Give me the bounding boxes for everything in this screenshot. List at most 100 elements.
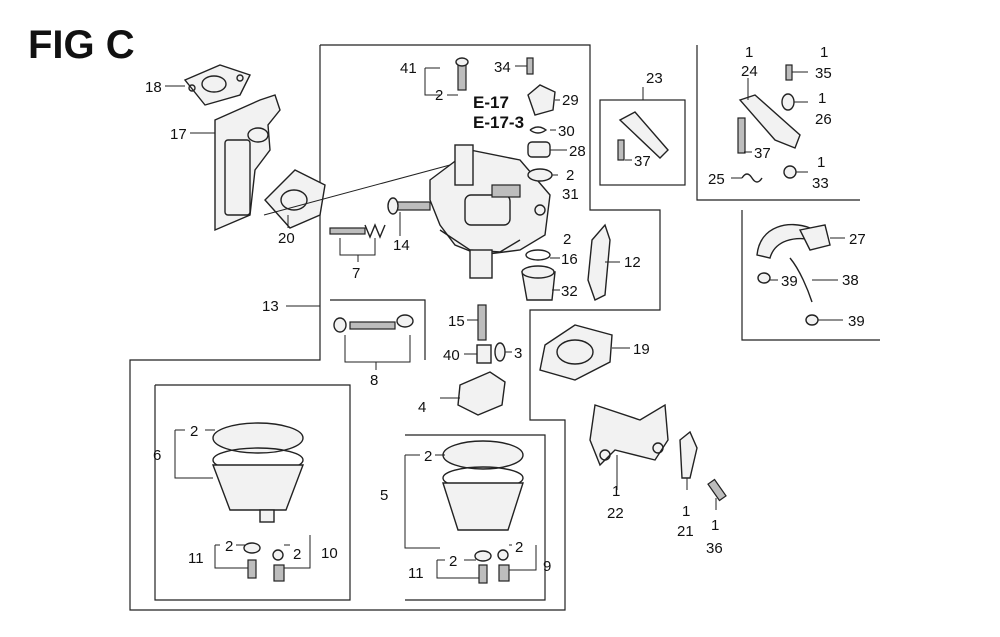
- spring-25: [741, 173, 763, 183]
- group-box-carburetor-left: [129, 45, 405, 611]
- throttle-lever-24: [737, 94, 801, 154]
- callout-4: 4: [418, 399, 426, 416]
- callout-6: 6: [153, 447, 161, 464]
- callout-41: 41: [400, 60, 417, 77]
- callout-39b: 39: [848, 313, 865, 330]
- gasket-19: [539, 324, 613, 381]
- float-chamber-32: [521, 265, 556, 301]
- nozzle-40: [476, 344, 492, 364]
- bracket-22: [589, 403, 669, 467]
- callout-9: 9: [543, 558, 551, 575]
- leader-lines: [165, 65, 845, 579]
- choke-lever-23: [617, 111, 669, 161]
- drain-screw-10: [272, 549, 285, 582]
- float-12: [587, 223, 611, 301]
- callout-37b: 37: [754, 145, 771, 162]
- pilot-screw-14: [387, 197, 431, 215]
- float-bowl-5: [442, 440, 524, 531]
- ref-e17-3: E-17-3: [473, 113, 524, 132]
- callout-19: 19: [633, 341, 650, 358]
- callout-12: 12: [624, 254, 641, 271]
- callout-24: 24: [741, 63, 758, 80]
- gasket-18: [183, 64, 251, 106]
- valve-28: [527, 141, 551, 158]
- figure-title: FIG C: [28, 23, 135, 67]
- tube-38: [789, 257, 813, 303]
- cover-29: [527, 84, 556, 116]
- callout-27: 27: [849, 231, 866, 248]
- callout-37a: 37: [634, 153, 651, 170]
- fuel-tube-27: [756, 223, 831, 259]
- carburetor-body: [429, 144, 551, 279]
- callout-33-qty: 1: [817, 154, 825, 171]
- callout-41-qty: 2: [435, 87, 443, 104]
- callout-32: 32: [561, 283, 578, 300]
- callout-22-qty: 1: [612, 483, 620, 500]
- callout-labels: 18 17 20 13 41 2 34 29 E-17 E-17-3 30 28…: [145, 44, 866, 582]
- washer-3: [494, 342, 506, 362]
- callout-23: 23: [646, 70, 663, 87]
- callout-8: 8: [370, 372, 378, 389]
- screw-11a: [243, 542, 261, 579]
- bolt-36: [707, 478, 727, 502]
- insulator-17: [214, 94, 281, 232]
- callout-29: 29: [562, 92, 579, 109]
- clip-39b: [805, 314, 819, 326]
- callout-11a: 11: [188, 550, 204, 567]
- callout-5: 5: [380, 487, 388, 504]
- drain-screw-9: [497, 549, 510, 582]
- callout-31: 31: [562, 186, 579, 203]
- callout-9-qty: 2: [515, 539, 523, 556]
- throttle-screw-41: [455, 57, 469, 91]
- spring-30: [529, 126, 548, 134]
- group-box-8: [330, 299, 426, 360]
- callout-36-qty: 1: [711, 517, 719, 534]
- callout-33: 33: [812, 175, 829, 192]
- callout-5-qty: 2: [424, 448, 432, 465]
- callout-35: 35: [815, 65, 832, 82]
- o-ring-16: [525, 249, 551, 261]
- callout-21: 21: [677, 523, 694, 540]
- group-box-carburetor: [320, 44, 661, 611]
- screw-34: [526, 57, 534, 75]
- nut-33: [783, 165, 797, 179]
- callout-20: 20: [278, 230, 295, 247]
- callout-38: 38: [842, 272, 859, 289]
- float-bowl-6: [211, 422, 305, 523]
- callout-35-qty: 1: [820, 44, 828, 61]
- callout-3: 3: [514, 345, 522, 362]
- washer-31: [527, 168, 553, 182]
- group-box-27: [741, 210, 880, 341]
- callout-21-qty: 1: [682, 503, 690, 520]
- callout-15: 15: [448, 313, 465, 330]
- callout-14: 14: [393, 237, 410, 254]
- callout-34: 34: [494, 59, 511, 76]
- callout-36: 36: [706, 540, 723, 557]
- callout-7: 7: [352, 265, 360, 282]
- screw-35: [785, 64, 793, 81]
- callout-11b-qty: 2: [449, 553, 457, 570]
- lever-21: [679, 430, 698, 479]
- callout-28: 28: [569, 143, 586, 160]
- group-box-23: [599, 99, 686, 186]
- screw-set-8: [333, 314, 414, 333]
- callout-11b: 11: [408, 565, 424, 582]
- screw-11b: [474, 550, 492, 584]
- ref-e17: E-17: [473, 93, 509, 112]
- callout-25: 25: [708, 171, 725, 188]
- group-box-6: [154, 384, 351, 601]
- callout-26: 26: [815, 111, 832, 128]
- callout-40: 40: [443, 347, 460, 364]
- main-jet-15: [477, 304, 487, 341]
- callout-10-qty: 2: [293, 546, 301, 563]
- float-4: [457, 371, 506, 416]
- callout-16: 16: [561, 251, 578, 268]
- callout-11a-qty: 2: [225, 538, 233, 555]
- callout-39a: 39: [781, 273, 798, 290]
- callout-10: 10: [321, 545, 338, 562]
- callout-13: 13: [262, 298, 279, 315]
- callout-30: 30: [558, 123, 575, 140]
- idle-screw-7: [329, 223, 386, 239]
- clip-39a: [757, 272, 771, 284]
